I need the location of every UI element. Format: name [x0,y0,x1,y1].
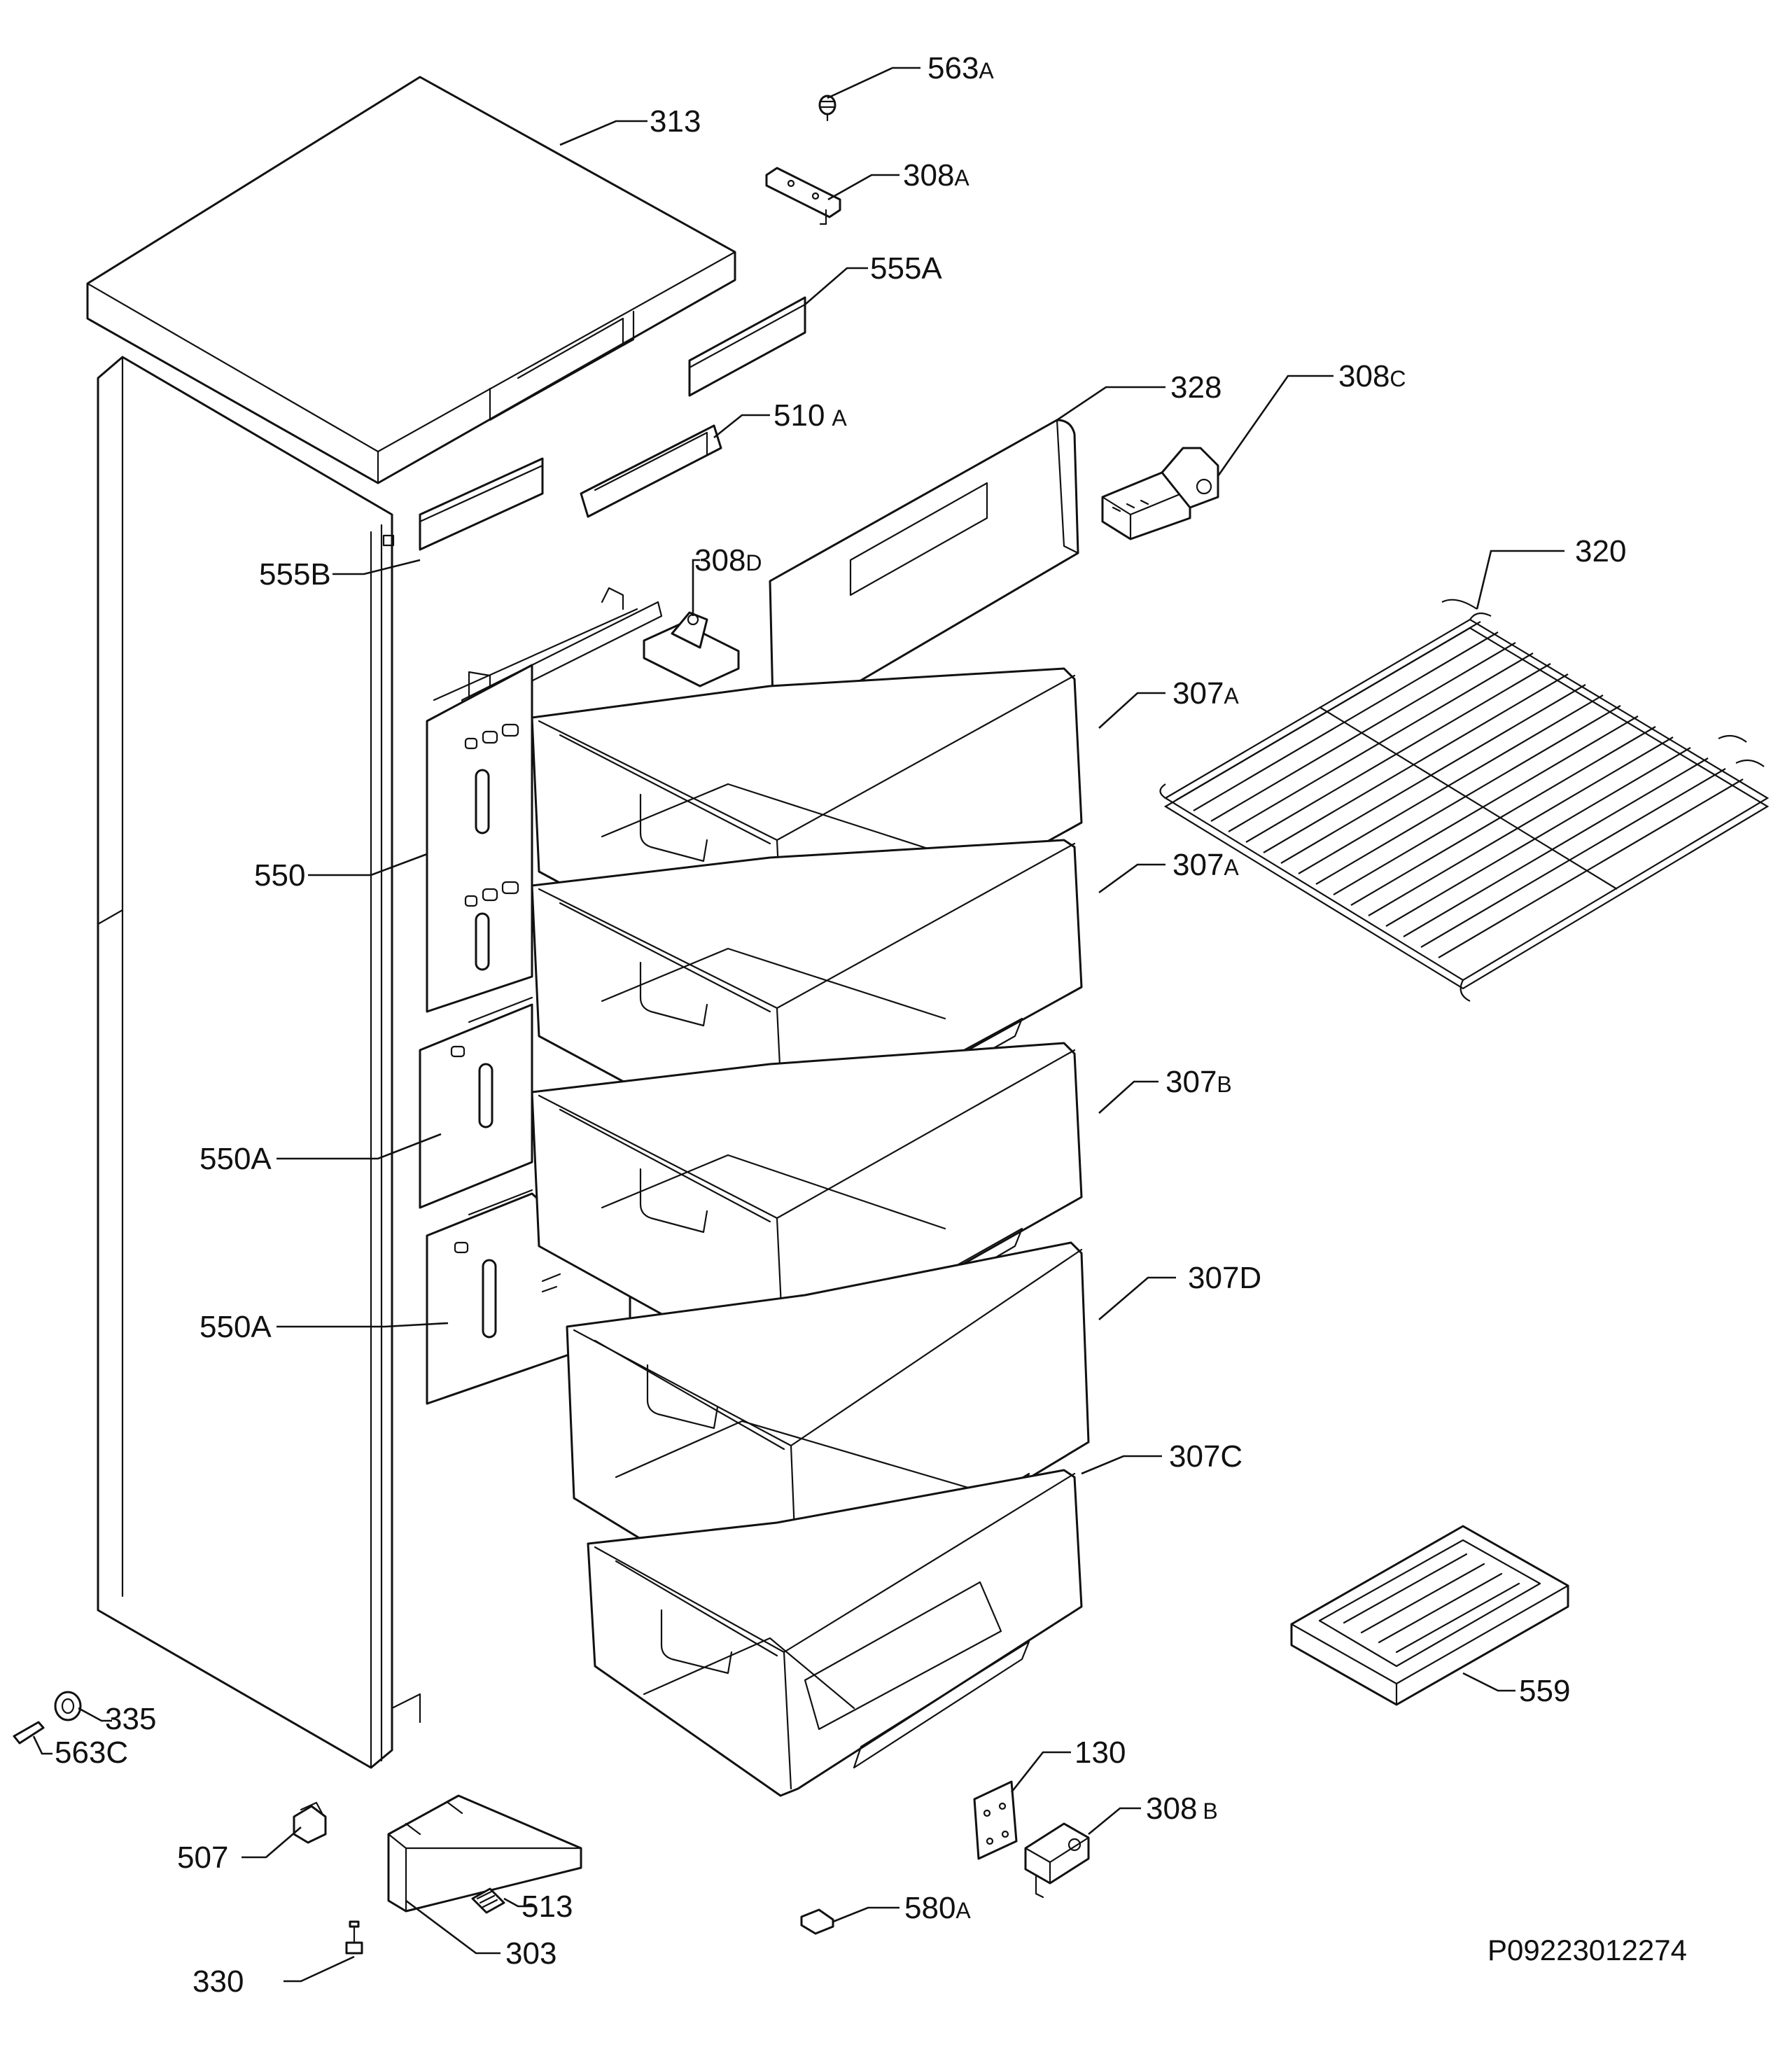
drawer-307d [566,1241,1090,1626]
callout-550a-lower: 550A [200,1310,272,1344]
callout-555b: 555B [259,557,331,592]
callout-308d: 308D [694,543,762,578]
panel-550a-upper [419,996,533,1209]
panel-550 [426,664,533,1013]
hinge-308d [643,611,740,687]
callout-308a: 308A [903,158,969,193]
callout-307c: 307C [1169,1439,1242,1474]
leader-lines [32,67,1564,1983]
callout-313: 313 [650,104,701,139]
callout-330: 330 [192,1964,244,1999]
foot-330 [345,1920,363,1955]
callout-303: 303 [505,1936,556,1971]
callout-563c: 563C [55,1735,128,1770]
trim-555a [688,296,806,397]
drawing-code: P09223012274 [1488,1934,1687,1966]
callout-550a-upper: 550A [200,1142,272,1176]
callout-307b: 307B [1166,1065,1232,1099]
callout-335: 335 [105,1702,156,1736]
callout-563a: 563A [927,51,994,85]
callout-559: 559 [1519,1674,1570,1708]
hinge-308c [1101,447,1219,540]
callout-550: 550 [254,858,305,893]
foot-335 [54,1691,82,1721]
hinge-308a [765,167,841,225]
grille-513 [471,1887,505,1914]
callout-320: 320 [1575,534,1626,568]
hinge-plate-130 [973,1780,1018,1860]
callout-307d: 307D [1188,1261,1261,1295]
drawer-307b [531,1042,1083,1374]
trim-555b [419,457,544,551]
callout-328: 328 [1170,370,1222,405]
cabinet-body [97,356,421,1769]
top-cover [86,76,736,484]
callout-130: 130 [1074,1735,1126,1770]
callout-580a: 580A [904,1891,971,1925]
drawer-307c [587,1469,1083,1797]
inner-liner-top [433,587,663,715]
pin-563c [13,1721,45,1745]
handle-510a [580,424,722,518]
wire-shelf-320 [1159,599,1770,1002]
screw-563a [818,95,836,122]
clip-507 [293,1801,327,1844]
callout-513: 513 [522,1889,573,1924]
callout-307a-lower: 307A [1172,848,1239,882]
callout-555a: 555A [870,251,942,286]
tray-559 [1290,1525,1569,1706]
cap-580a [800,1908,834,1935]
hinge-308b [1024,1822,1090,1899]
callout-307a-upper: 307A [1172,676,1239,711]
callout-507: 507 [177,1840,228,1875]
callout-308c: 308C [1338,359,1406,393]
